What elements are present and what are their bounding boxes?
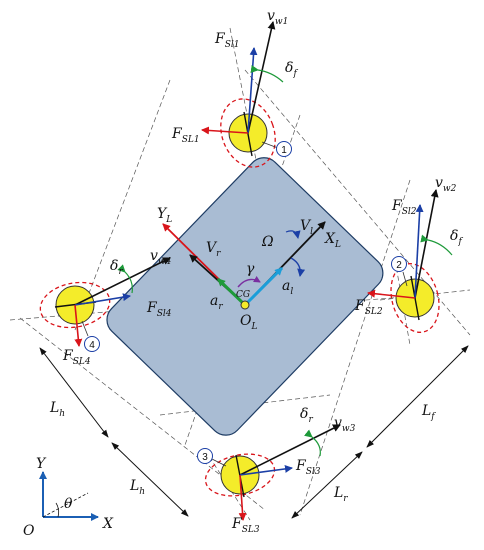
body-frame-vectors bbox=[162, 221, 326, 310]
lh-lower-label: Lh bbox=[129, 478, 145, 497]
wheel-2-velocity-label: vw2 bbox=[435, 175, 457, 194]
wheel-4-velocity-label: vw4 bbox=[150, 248, 172, 267]
wheel-1-steer-angle-label: δf bbox=[285, 60, 298, 79]
lh-upper-label: Lh bbox=[49, 400, 65, 419]
global-y-label: Y bbox=[36, 456, 47, 472]
body-y-axis-label: YL bbox=[157, 206, 172, 225]
wheel-1-long-force-label: FSl1 bbox=[214, 31, 240, 50]
wheel-2-long-force-label: FSl2 bbox=[391, 198, 417, 217]
wheel-4-long-force-label: FSl4 bbox=[146, 300, 172, 319]
wheel-3-number: 3 bbox=[202, 452, 208, 463]
wheel-2-vectors bbox=[367, 189, 453, 299]
lr-label: Lr bbox=[333, 485, 348, 504]
wheel-4-lat-force-label: FSL4 bbox=[62, 348, 91, 367]
wheel-2-number: 2 bbox=[396, 260, 402, 271]
omega-label: Ω bbox=[261, 234, 274, 250]
wheel-3-steer-angle-label: δr bbox=[300, 406, 313, 425]
wheel-1-lat-force-label: FSL1 bbox=[171, 126, 200, 145]
center-of-gravity-marker bbox=[240, 300, 250, 310]
lf-label: Lf bbox=[421, 403, 436, 422]
dimension-lines bbox=[39, 345, 469, 519]
body-origin-label: OL bbox=[240, 313, 257, 332]
wheel-3-velocity-label: vw3 bbox=[334, 415, 356, 434]
wheel-4-number: 4 bbox=[89, 340, 95, 351]
wheel-1-number: 1 bbox=[281, 145, 287, 156]
a-rot-label: ar bbox=[210, 293, 223, 312]
wheel-1-vectors bbox=[201, 21, 284, 135]
global-origin-label: O bbox=[23, 523, 35, 539]
global-x-label: X bbox=[102, 516, 114, 532]
wheel-3-vectors bbox=[238, 424, 341, 521]
wheel-3-long-force-label: FSl3 bbox=[295, 458, 321, 477]
body-x-axis-label: XL bbox=[324, 231, 341, 250]
v-rot-label: Vr bbox=[206, 240, 221, 259]
wheel-2-lat-force-label: FSL2 bbox=[354, 298, 383, 317]
wheel-1-velocity-label: vw1 bbox=[267, 8, 288, 27]
global-theta-label: θ bbox=[64, 496, 73, 512]
wheel-2-steer-angle-label: δf bbox=[450, 228, 463, 247]
wheel-number-badges: 1 2 3 4 bbox=[81, 141, 408, 467]
wheel-4-vectors bbox=[74, 257, 171, 347]
wheel-4-steer-angle-label: δr bbox=[110, 258, 123, 277]
cg-label: CG bbox=[236, 290, 250, 300]
global-frame bbox=[39, 471, 99, 521]
a-long-label: al bbox=[282, 278, 293, 297]
gamma-label: γ bbox=[246, 261, 255, 277]
robot-body bbox=[106, 157, 384, 436]
v-long-label: Vl bbox=[300, 218, 313, 237]
wheel-3-lat-force-label: FSL3 bbox=[231, 516, 260, 535]
